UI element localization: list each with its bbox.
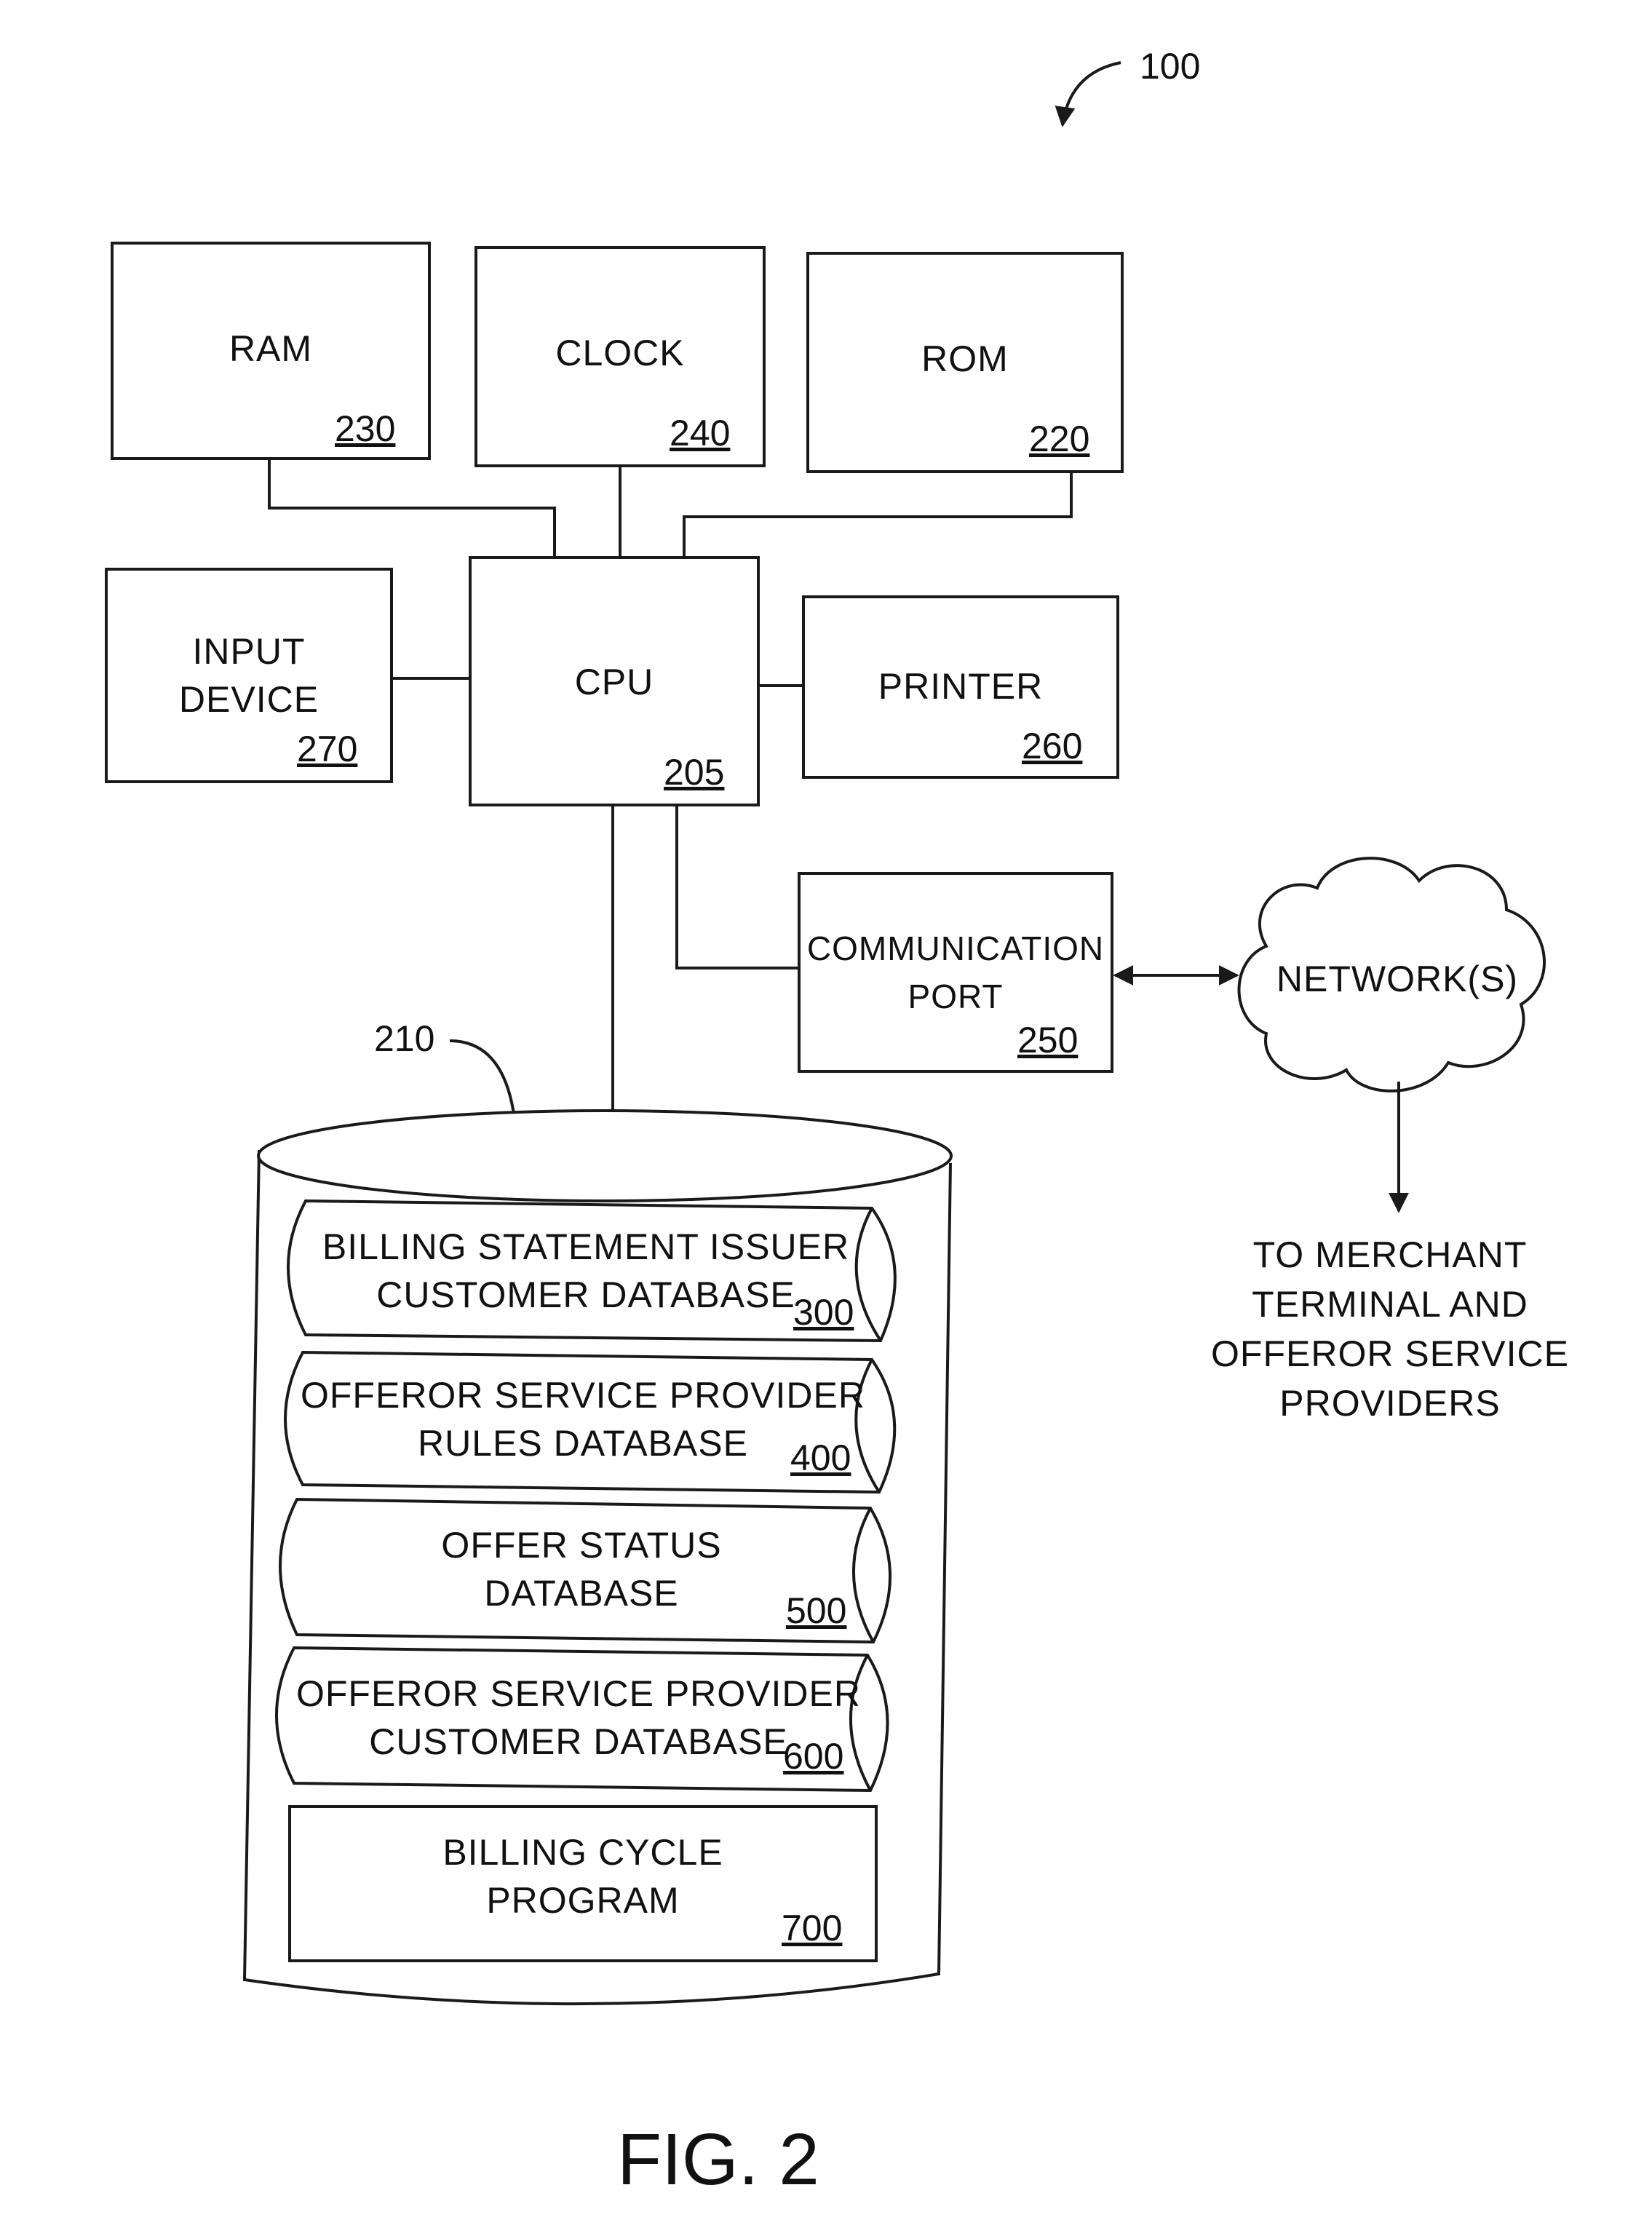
rom-cpu-connector — [684, 472, 1071, 558]
ram-ref: 230 — [335, 408, 395, 450]
input-device-label: INPUT DEVICE — [106, 627, 392, 723]
communication-port-label: COMMUNICATION PORT — [799, 924, 1112, 1020]
ram-cpu-connector — [269, 459, 555, 558]
storage-ref: 210 — [374, 1018, 434, 1060]
cpu-comm-connector — [677, 805, 799, 968]
clock-label: CLOCK — [476, 329, 764, 377]
rom-label: ROM — [808, 335, 1122, 383]
figure-caption: FIG. 2 — [617, 2118, 819, 2202]
system-ref-arrow — [1063, 63, 1121, 125]
network-destination-label: TO MERCHANT TERMINAL AND OFFEROR SERVICE… — [1208, 1230, 1572, 1428]
system-ref: 100 — [1140, 45, 1200, 87]
printer-label: PRINTER — [803, 662, 1118, 710]
clock-ref: 240 — [670, 412, 730, 454]
database-500-ref: 500 — [786, 1590, 846, 1632]
cpu-ref: 205 — [664, 751, 724, 793]
database-300-ref: 300 — [793, 1291, 854, 1333]
printer-ref: 260 — [1022, 725, 1082, 767]
network-label: NETWORK(S) — [1237, 955, 1557, 1003]
billing-cycle-program-ref: 700 — [782, 1907, 842, 1949]
cpu-label: CPU — [470, 658, 758, 706]
database-400-label: OFFEROR SERVICE PROVIDER RULES DATABASE — [288, 1371, 878, 1467]
database-300-label: BILLING STATEMENT ISSUER CUSTOMER DATABA… — [291, 1223, 881, 1319]
storage-cylinder-top — [258, 1111, 951, 1201]
database-600-ref: 600 — [783, 1735, 843, 1777]
input-device-ref: 270 — [297, 728, 357, 770]
rom-ref: 220 — [1029, 418, 1089, 460]
communication-port-ref: 250 — [1017, 1019, 1078, 1061]
database-400-ref: 400 — [790, 1437, 851, 1479]
ram-label: RAM — [112, 325, 429, 373]
storage-ref-leader — [450, 1041, 514, 1114]
